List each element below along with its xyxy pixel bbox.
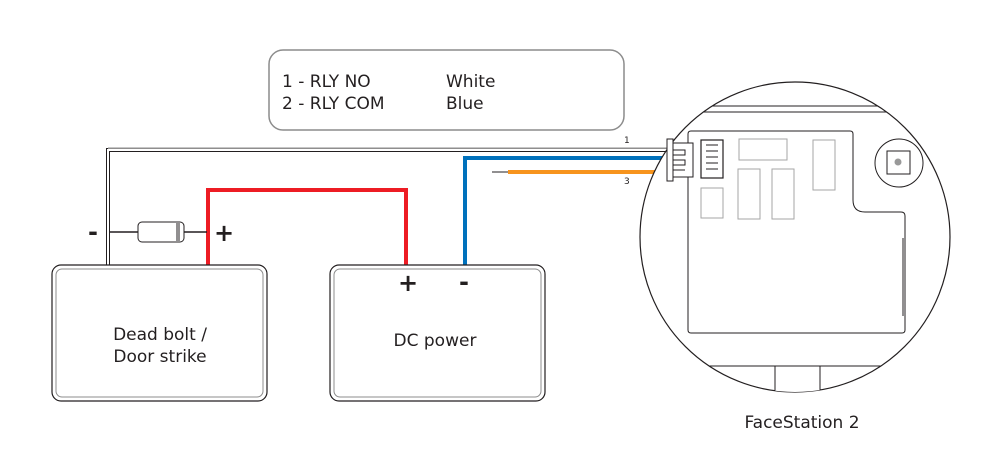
pin-number-1: 1 — [624, 136, 630, 146]
device-caption: FaceStation 2 — [744, 413, 859, 433]
lock-minus-sign: - — [88, 218, 98, 246]
dc-power-label: DC power — [394, 331, 477, 351]
legend-color-1: White — [446, 72, 495, 92]
lock-label-line2: Door strike — [113, 347, 206, 367]
dc-power-box: DC power — [329, 264, 546, 402]
lock-plus-sign: + — [214, 219, 234, 247]
lock-label-line1: Dead bolt / — [113, 325, 207, 345]
lock-box: Dead bolt / Door strike — [51, 264, 268, 402]
legend-box: 1 - RLY NO White 2 - RLY COM Blue — [268, 49, 625, 131]
legend-pin-1: 1 - RLY NO — [282, 72, 371, 92]
pin-number-3: 3 — [624, 177, 630, 187]
wire-plug-icon — [666, 138, 694, 182]
diode-icon — [110, 221, 207, 243]
board-connectors — [700, 138, 836, 220]
relay-connector-icon — [700, 139, 724, 179]
power-minus-sign: - — [459, 268, 469, 296]
legend-pin-2: 2 - RLY COM — [282, 94, 385, 114]
facestation-detail — [639, 81, 951, 393]
white-wire — [106, 147, 668, 266]
red-wire — [206, 188, 408, 266]
blue-wire — [463, 156, 668, 266]
power-plus-sign: + — [398, 269, 418, 297]
legend-color-2: Blue — [446, 94, 484, 114]
